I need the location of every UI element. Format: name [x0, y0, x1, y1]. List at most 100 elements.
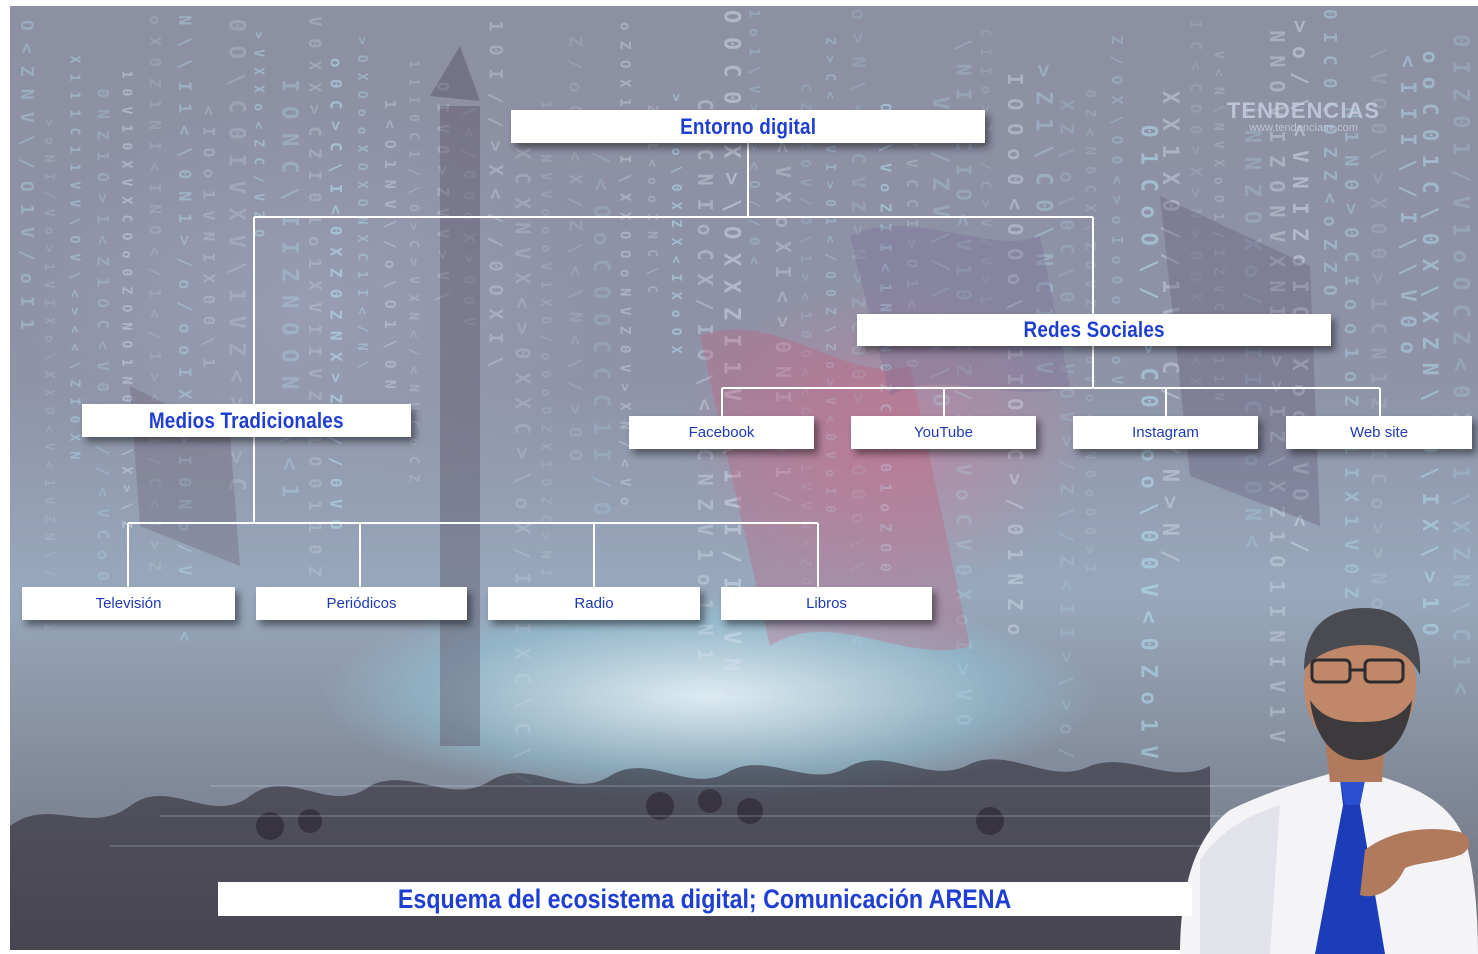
svg-text:<: <	[1136, 611, 1161, 624]
svg-text:o: o	[538, 353, 553, 361]
svg-text:0: 0	[223, 127, 248, 140]
svg-text:/: /	[1136, 287, 1161, 300]
svg-text:o: o	[1136, 206, 1161, 219]
svg-text:1: 1	[1187, 20, 1206, 30]
svg-text:<: <	[174, 125, 194, 135]
svg-text:I: I	[41, 173, 56, 181]
svg-text:1: 1	[406, 78, 421, 86]
leaf-newspapers: Periódicos	[256, 587, 467, 620]
svg-text:o: o	[877, 503, 895, 512]
svg-text:1: 1	[41, 263, 56, 271]
svg-text:V: V	[1210, 51, 1225, 59]
svg-text:>: >	[67, 308, 82, 316]
svg-text:O: O	[538, 479, 553, 487]
svg-text:>: >	[174, 433, 194, 443]
svg-text:I: I	[200, 127, 219, 137]
svg-text:\: \	[1265, 455, 1289, 467]
svg-text:1: 1	[146, 435, 165, 445]
svg-text:0: 0	[1418, 233, 1442, 246]
svg-text:V: V	[434, 229, 453, 239]
svg-text:Z: Z	[668, 220, 683, 228]
svg-text:0: 0	[1136, 557, 1161, 570]
svg-text:N: N	[406, 312, 421, 320]
svg-text:\: \	[951, 39, 975, 51]
svg-text:N: N	[1239, 130, 1264, 143]
svg-text:1: 1	[16, 319, 37, 330]
svg-text:X: X	[119, 161, 134, 169]
svg-text:1: 1	[276, 484, 301, 497]
svg-text:C: C	[1340, 251, 1362, 262]
svg-text:1: 1	[588, 421, 613, 434]
svg-text:I: I	[41, 299, 56, 307]
svg-text:O: O	[1366, 98, 1390, 110]
svg-text:O: O	[1319, 285, 1340, 296]
svg-text:X: X	[718, 280, 743, 293]
svg-text:>: >	[1187, 230, 1206, 240]
svg-text:V: V	[119, 107, 134, 115]
leaf-label: Radio	[574, 595, 614, 612]
svg-text:\: \	[746, 66, 762, 74]
svg-text:C: C	[644, 285, 659, 293]
svg-text:\: \	[16, 135, 37, 146]
svg-text:V: V	[119, 179, 134, 187]
svg-text:N: N	[41, 155, 56, 163]
svg-text:X: X	[146, 36, 165, 46]
svg-text:O: O	[1003, 98, 1027, 110]
svg-text:/: /	[771, 491, 795, 503]
svg-text:V: V	[200, 211, 219, 221]
svg-text:Z: Z	[1056, 555, 1078, 566]
svg-text:0: 0	[771, 341, 795, 353]
svg-text:V: V	[41, 443, 56, 451]
svg-text:I: I	[1056, 603, 1078, 614]
svg-text:0: 0	[200, 316, 219, 326]
svg-text:C: C	[693, 449, 717, 461]
svg-text:N: N	[1003, 573, 1027, 585]
svg-text:X: X	[304, 280, 324, 291]
svg-text:O: O	[1319, 124, 1340, 135]
svg-text:\: \	[1136, 260, 1161, 273]
svg-text:V: V	[460, 317, 479, 327]
svg-text:V: V	[304, 302, 324, 312]
svg-text:/: /	[1210, 231, 1225, 239]
svg-text:X: X	[1210, 159, 1225, 167]
svg-text:Z: Z	[538, 497, 553, 505]
svg-text:o: o	[616, 269, 632, 277]
svg-text:\: \	[847, 561, 869, 572]
svg-text:O: O	[93, 298, 112, 308]
svg-text:N: N	[276, 133, 301, 146]
svg-text:V: V	[174, 565, 194, 575]
svg-text:0: 0	[1340, 227, 1362, 238]
svg-text:\: \	[67, 218, 82, 226]
svg-text:X: X	[511, 522, 535, 534]
svg-text:0: 0	[1136, 638, 1161, 651]
svg-text:C: C	[693, 99, 717, 111]
svg-text:o: o	[146, 15, 165, 25]
svg-text:0: 0	[1448, 115, 1473, 128]
svg-text:X: X	[304, 82, 324, 93]
svg-text:I: I	[276, 79, 301, 92]
svg-text:V: V	[877, 163, 895, 172]
svg-text:\: \	[1056, 195, 1078, 206]
svg-text:\: \	[119, 449, 134, 457]
svg-text:\: \	[1056, 147, 1078, 158]
svg-text:X: X	[616, 79, 632, 88]
svg-text:X: X	[511, 272, 535, 284]
svg-text:I: I	[511, 572, 535, 584]
svg-text:\: \	[1319, 101, 1340, 112]
svg-text:N: N	[1082, 451, 1098, 459]
svg-text:\: \	[1030, 145, 1055, 158]
svg-text:O: O	[1265, 555, 1289, 567]
svg-text:>: >	[484, 140, 506, 151]
svg-text:o: o	[977, 86, 993, 94]
root-node: Entorno digital	[511, 110, 985, 143]
svg-text:1: 1	[538, 281, 553, 289]
svg-text:C: C	[1366, 323, 1390, 335]
svg-text:X: X	[538, 443, 553, 451]
svg-text:C: C	[951, 514, 975, 526]
svg-text:Z: Z	[327, 268, 346, 278]
svg-text:V: V	[93, 508, 112, 518]
svg-text:I: I	[693, 199, 717, 211]
svg-text:O: O	[41, 407, 56, 415]
svg-text:1: 1	[406, 60, 421, 68]
